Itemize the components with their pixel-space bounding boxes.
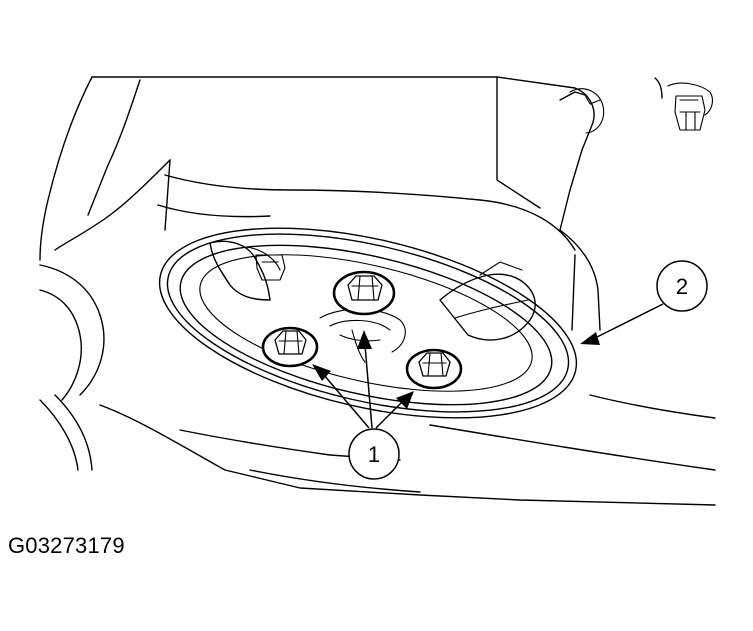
callout-1-leaders [312, 330, 414, 429]
callout-1-label: 1 [368, 442, 380, 467]
cavity-features [209, 240, 536, 363]
callout-1: 1 [348, 428, 400, 480]
callout-2-label: 2 [676, 274, 688, 299]
bolt-right [405, 348, 463, 390]
figure-code: G03273179 [8, 533, 125, 558]
callout-2: 2 [656, 260, 708, 312]
mount-seal-ring [158, 227, 578, 419]
bolt-left [261, 326, 319, 368]
callout-2-leader [580, 303, 664, 345]
bolt-center [332, 270, 396, 316]
upper-right-bolt [654, 77, 714, 131]
housing-outline [39, 76, 716, 506]
